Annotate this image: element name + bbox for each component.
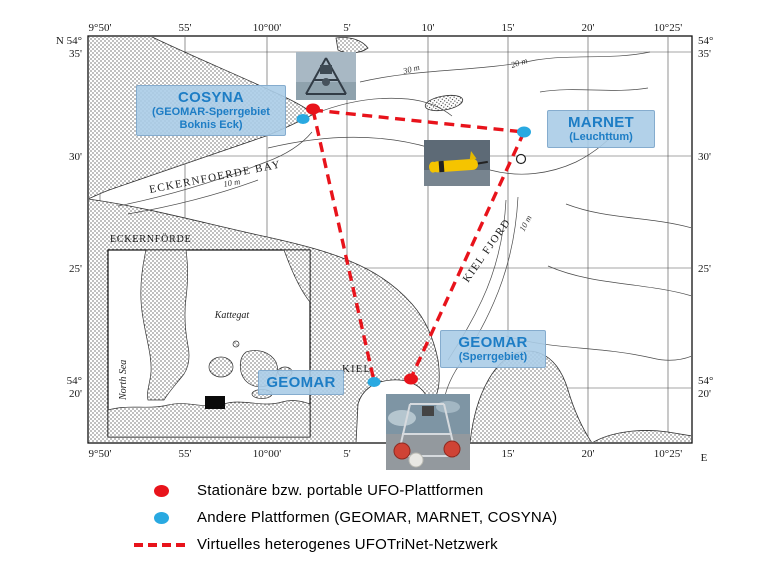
axis-left-4: 54° [67,375,82,387]
ufotrinet-network-lines [311,108,526,382]
network-line-cosyna-marnet [312,108,525,134]
axis-left-1: 35' [69,48,82,60]
legend-label-network: Virtuelles heterogenes UFOTriNet-Netzwer… [197,536,498,553]
station-markers [296,103,531,387]
axis-top-3: 5' [343,22,351,34]
axis-top-0: 9°50' [89,22,112,34]
label-city-eckernfoerde: ECKERNFÖRDE [110,233,192,245]
axis-right-2: 30' [698,151,711,163]
axis-bottom-6: 20' [582,448,595,460]
legend-blue-dot-icon [134,511,188,524]
inset-label-kattegat: Kattegat [214,310,250,321]
station-label-geomar: GEOMAR [258,370,344,396]
axis-bottom-1: 55' [179,448,192,460]
station-label-geomar-sperrgebiet: GEOMAR (Sperrgebiet) [440,330,546,369]
axis-top-5: 15' [502,22,515,34]
inset-jutland [140,249,190,401]
axis-right-4: 54° [698,375,713,387]
geomar-title: GEOMAR [266,374,336,391]
shoal-patch-center [424,94,464,112]
network-line-marnet-geomar [409,131,526,379]
legend: Stationäre bzw. portable UFO-Plattformen… [134,477,557,558]
axis-right-5: 20' [698,388,711,400]
axis-bottom-3: 5' [343,448,351,460]
axis-east: E [701,452,708,464]
depth-label-20m: 20 m [510,55,529,70]
label-city-kiel: KIEL [342,363,371,375]
legend-red-dot-icon [134,484,188,497]
axis-left-0: N 54° [56,35,82,47]
photo-glider [424,140,490,186]
axis-bottom-5: 15' [502,448,515,460]
axis-left-2: 30' [69,151,82,163]
axis-right-0: 54° [698,35,713,47]
legend-row-ufo-platforms: Stationäre bzw. portable UFO-Plattformen [134,477,557,504]
map-figure: ECKERNFOERDE BAY KIEL FJORD ECKERNFÖRDE … [56,22,714,470]
inset-map: Kattegat North Sea [107,249,311,438]
station-label-cosyna: COSYNA (GEOMAR-Sperrgebiet Boknis Eck) [136,85,286,137]
axis-labels: 9°50' 55' 10°00' 5' 10' 15' 20' 10°25' 9… [56,22,714,464]
legend-row-other-platforms: Andere Plattformen (GEOMAR, MARNET, COSY… [134,504,557,531]
inset-study-area-marker [205,396,225,409]
inset-island-small [232,340,240,348]
axis-top-4: 10' [422,22,435,34]
geomar-platform-marker [367,377,381,387]
axis-top-2: 10°00' [253,22,281,34]
network-line-cosyna-geomar [311,109,376,382]
legend-row-network: Virtuelles heterogenes UFOTriNet-Netzwer… [134,531,557,558]
shoal-patch-top [335,37,369,54]
marnet-title: MARNET [568,114,634,131]
depth-label-30m: 30 m [401,62,421,76]
axis-bottom-7: 10°25' [654,448,682,460]
axis-right-3: 25' [698,263,711,275]
geomar-sperrgebiet-subtitle: (Sperrgebiet) [458,351,528,364]
cosyna-subtitle-2: Boknis Eck) [179,119,243,132]
cosyna-subtitle-1: (GEOMAR-Sperrgebiet [152,106,270,119]
photo-ufo-lander-deck [386,394,470,470]
lighthouse-marker [515,153,527,165]
axis-top-1: 55' [179,22,192,34]
marnet-subtitle: (Leuchttum) [569,131,633,144]
station-label-marnet: MARNET (Leuchttum) [547,110,655,149]
geomar-ufo-marker [404,373,418,385]
axis-left-5: 20' [69,388,82,400]
axis-top-6: 20' [582,22,595,34]
geomar-sperrgebiet-title: GEOMAR [458,334,528,351]
axis-right-1: 35' [698,48,711,60]
legend-dashed-line-icon [134,542,188,547]
inset-sweden [283,249,311,303]
axis-bottom-0: 9°50' [89,448,112,460]
inset-german-coast [107,400,311,438]
marnet-platform-marker [517,126,531,138]
axis-top-7: 10°25' [654,22,682,34]
photo-ufo-lander-top [296,52,356,100]
cosyna-platform-marker [296,114,310,124]
axis-left-3: 25' [69,263,82,275]
inset-label-north-sea: North Sea [118,360,129,401]
cosyna-ufo-marker [306,103,320,115]
inset-funen [208,356,234,378]
legend-label-ufo-platforms: Stationäre bzw. portable UFO-Plattformen [197,482,484,499]
land-bottom-right [593,430,691,442]
axis-bottom-2: 10°00' [253,448,281,460]
depth-label-bay-10m: 10 m [223,176,241,189]
legend-label-other-platforms: Andere Plattformen (GEOMAR, MARNET, COSY… [197,509,558,526]
cosyna-title: COSYNA [178,89,244,106]
